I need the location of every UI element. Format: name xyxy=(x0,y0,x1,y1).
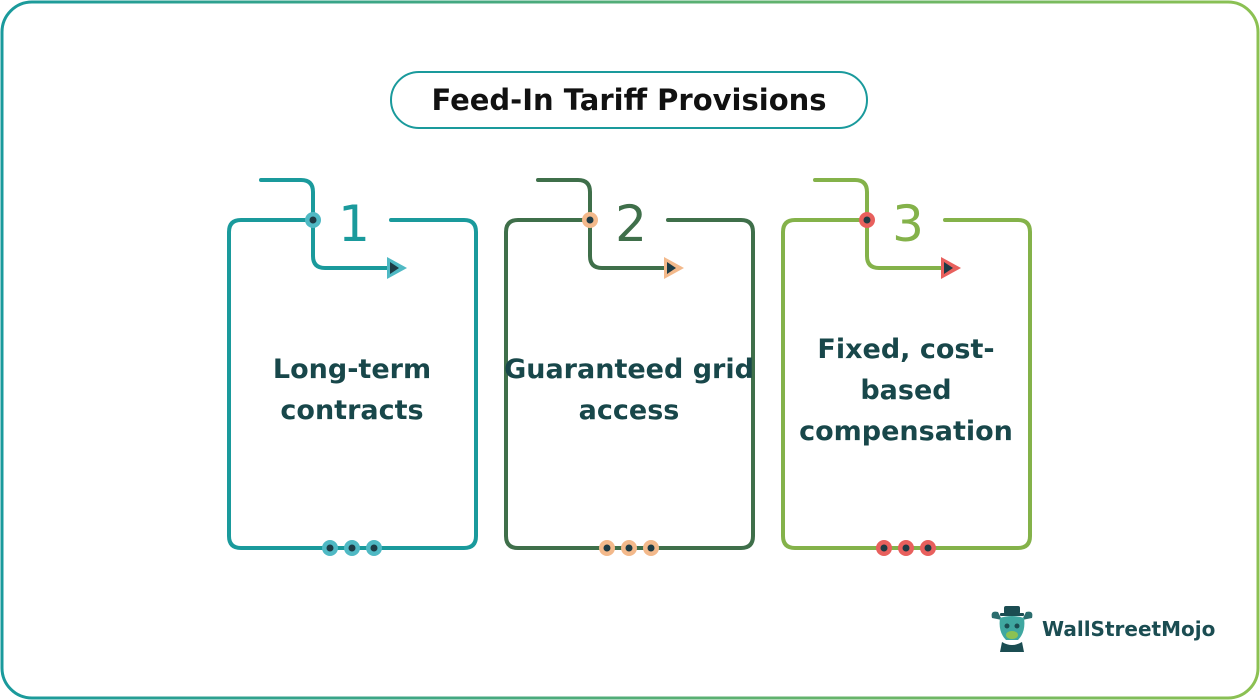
card-3-text: Fixed, cost-based compensation xyxy=(799,333,1013,447)
brand-logo: WallStreetMojo xyxy=(988,604,1215,654)
card-2-top-dot-core xyxy=(586,216,594,224)
cards-layer xyxy=(227,178,1032,556)
card-3-number: 3 xyxy=(892,195,924,253)
card-2-text: Guaranteed grid access xyxy=(504,354,754,426)
card-1-bottom-dot-2-core xyxy=(348,544,356,552)
card-2-number: 2 xyxy=(615,195,647,253)
card-2-bottom-dot-2-core xyxy=(625,544,633,552)
card-1-number: 1 xyxy=(338,195,370,253)
bull-mascot-icon xyxy=(991,606,1033,652)
card-1-top-dot-core xyxy=(309,216,317,224)
card-3-bottom-dot-3-core xyxy=(924,544,932,552)
card-1-bottom-dot-3-core xyxy=(370,544,378,552)
diagram-title: Feed-In Tariff Provisions xyxy=(390,71,868,129)
card-1-arrow-inner xyxy=(390,262,399,274)
card-1-bottom-dot-1-core xyxy=(326,544,334,552)
card-1-text: Long-term contracts xyxy=(272,354,432,426)
card-2-bottom-dot-1-core xyxy=(603,544,611,552)
card-3-arrow-inner xyxy=(944,262,953,274)
brand-name: WallStreetMojo xyxy=(1042,617,1216,641)
card-2-arrow-inner xyxy=(667,262,676,274)
card-3-top-dot-core xyxy=(863,216,871,224)
card-3-bottom-dot-2-core xyxy=(902,544,910,552)
card-3-bottom-dot-1-core xyxy=(880,544,888,552)
card-2-bottom-dot-3-core xyxy=(647,544,655,552)
